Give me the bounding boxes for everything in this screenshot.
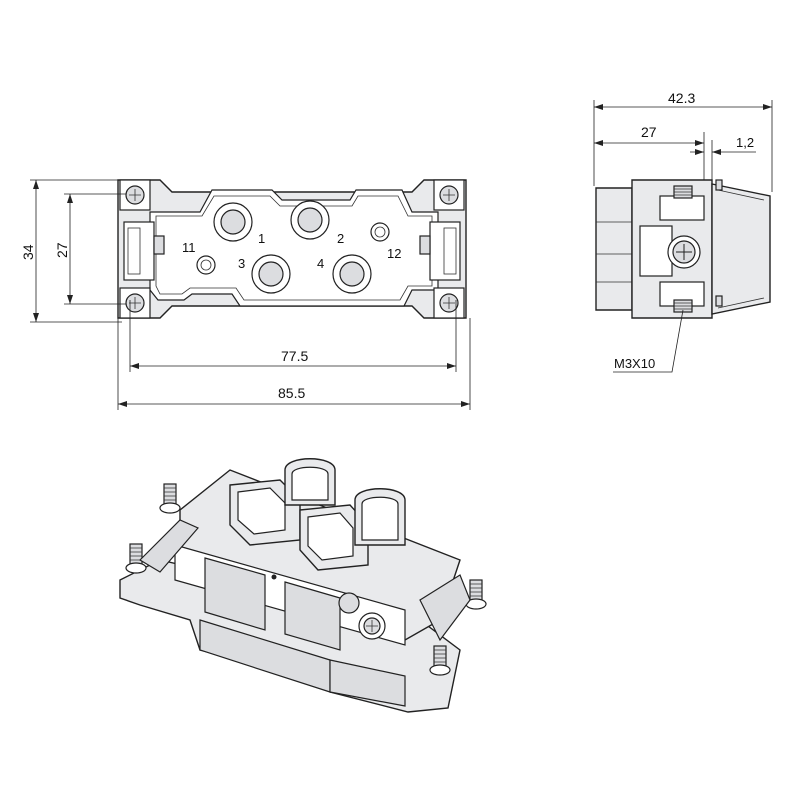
- dimension-height-inner: 27: [54, 193, 126, 305]
- contact-11: [196, 255, 216, 275]
- contact-1: [213, 202, 253, 242]
- side-center-screw: [667, 235, 701, 269]
- front-view: 1 2 3 4 11 12: [117, 179, 467, 319]
- pin-label-12: 12: [387, 246, 401, 261]
- iso-center-screw: [358, 612, 386, 640]
- iso-contact-block-right: [299, 488, 406, 571]
- corner-screw-top-left: [119, 179, 151, 211]
- contact-3: [251, 254, 291, 294]
- pin-label-1: 1: [258, 231, 265, 246]
- contact-2: [290, 200, 330, 240]
- pin-label-3: 3: [238, 256, 245, 271]
- dimension-width-inner: 77.5: [129, 300, 457, 372]
- side-latch-left: [123, 221, 165, 281]
- dimension-height-outer: 34: [20, 179, 122, 323]
- contact-12: [370, 222, 390, 242]
- iso-screw-4: [429, 645, 451, 676]
- pin-label-11: 11: [182, 240, 196, 255]
- isometric-view: [119, 458, 487, 713]
- side-screw-top: [673, 185, 693, 199]
- dimension-side-partial: 27: [594, 124, 705, 180]
- dim-label-77-5: 77.5: [281, 348, 308, 364]
- pin-label-2: 2: [337, 231, 344, 246]
- dim-label-27-side: 27: [641, 124, 657, 140]
- corner-screw-bottom-left: [119, 287, 151, 319]
- screw-callout: M3X10: [613, 309, 684, 373]
- corner-screw-bottom-right: [433, 287, 465, 319]
- iso-screw-1: [159, 483, 181, 514]
- iso-screw-3: [465, 579, 487, 610]
- side-latch-right: [419, 221, 461, 281]
- dim-label-27-vertical: 27: [54, 242, 70, 258]
- dimension-width-outer: 85.5: [117, 318, 471, 410]
- dim-label-34: 34: [20, 244, 36, 260]
- contact-4: [332, 254, 372, 294]
- dimension-side-small: 1,2: [690, 135, 756, 180]
- dim-label-1-2: 1,2: [736, 135, 754, 150]
- iso-screw-2: [125, 543, 147, 574]
- dim-label-85-5: 85.5: [278, 385, 305, 401]
- dim-label-42-3: 42.3: [668, 90, 695, 106]
- corner-screw-top-right: [433, 179, 465, 211]
- screw-label: M3X10: [614, 356, 655, 371]
- side-screw-bottom: [673, 299, 693, 313]
- pin-label-4: 4: [317, 256, 324, 271]
- side-view: [595, 179, 771, 319]
